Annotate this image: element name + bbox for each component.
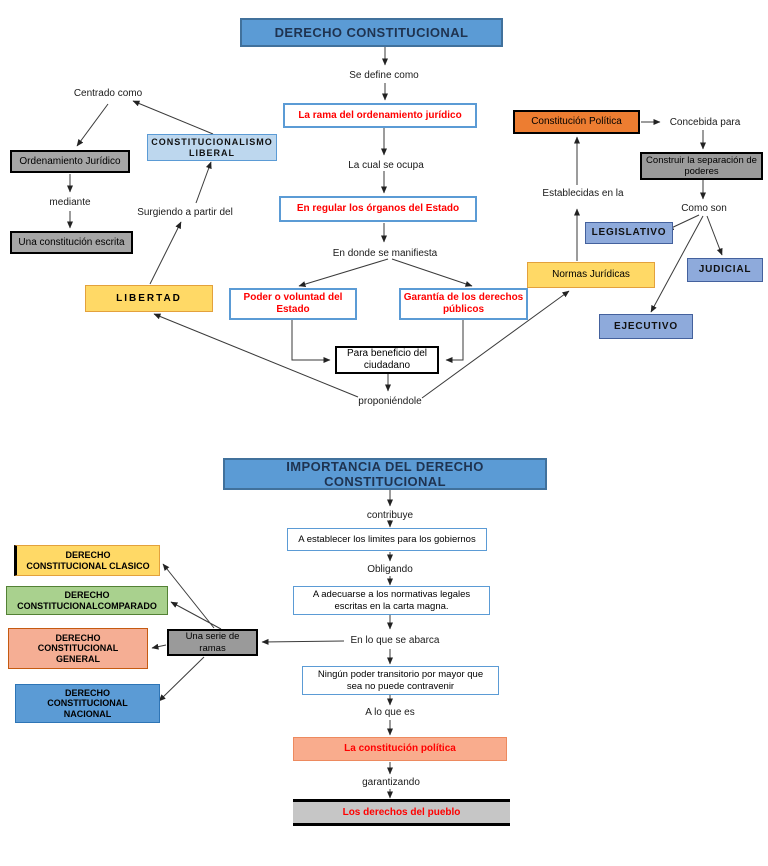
node-ningun-poder-transitorio: Ningún poder transitorio por mayor que s… [302, 666, 499, 695]
node-constitucionalismo-liberal: CONSTITUCIONALISMO LIBERAL [147, 134, 277, 161]
node-adecuarse-normativas: A adecuarse a los normativas legales esc… [293, 586, 490, 615]
node-importancia-title: IMPORTANCIA DEL DERECHO CONSTITUCIONAL [223, 458, 547, 490]
edge-label-proponiendole: proponiéndole [358, 395, 422, 407]
node-judicial: JUDICIAL [687, 258, 763, 282]
edge-label-surgiendo-a-partir: Surgiendo a partir del [137, 206, 233, 218]
node-legislativo: LEGISLATIVO [585, 222, 673, 244]
node-garantia-derechos-publicos: Garantía de los derechos públicos [399, 288, 528, 320]
node-libertad: LIBERTAD [85, 285, 213, 312]
edge-label-contribuye: contribuye [366, 510, 414, 521]
node-en-regular-organos-estado: En regular los órganos del Estado [279, 196, 477, 222]
node-normas-juridicas: Normas Jurídicas [527, 262, 655, 288]
edge-label-centrado-como: Centrado como [73, 87, 143, 99]
node-derecho-constitucional-title: DERECHO CONSTITUCIONAL [240, 18, 503, 47]
edge-label-como-son: Como son [681, 203, 727, 214]
node-derecho-constitucional-general: DERECHO CONSTITUCIONAL GENERAL [8, 628, 148, 669]
edge-label-garantizando: garantizando [362, 776, 420, 788]
node-construir-separacion-poderes: Construir la separación de poderes [640, 152, 763, 180]
edge-label-establecidas-en-la: Establecidas en la [542, 187, 624, 199]
node-la-constitucion-politica: La constitución política [293, 737, 507, 761]
node-una-serie-de-ramas: Una serie de ramas [167, 629, 258, 656]
edge-label-en-lo-que-se-abarca: En lo que se abarca [350, 634, 440, 646]
edge-label-concebida-para: Concebida para [669, 116, 741, 128]
node-para-beneficio-ciudadano: Para beneficio del ciudadano [335, 346, 439, 374]
node-ordenamiento-juridico: Ordenamiento Jurídico [10, 150, 130, 173]
node-constitucion-escrita: Una constitución escrita [10, 231, 133, 254]
edge-label-obligando: Obligando [367, 564, 413, 575]
edge-label-se-define-como: Se define como [349, 69, 419, 81]
edge-label-a-lo-que-es: A lo que es [365, 706, 415, 718]
node-poder-voluntad-estado: Poder o voluntad del Estado [229, 288, 357, 320]
node-ejecutivo: EJECUTIVO [599, 314, 693, 339]
node-derechos-del-pueblo: Los derechos del pueblo [293, 799, 510, 826]
node-derecho-constitucional-nacional: DERECHO CONSTITUCIONAL NACIONAL [15, 684, 160, 723]
edge-label-la-cual-se-ocupa: La cual se ocupa [348, 159, 424, 171]
node-derecho-constitucional-comparado: DERECHO CONSTITUCIONALCOMPARADO [6, 586, 168, 615]
node-constitucion-politica: Constitución Política [513, 110, 640, 134]
node-establecer-limites: A establecer los limites para los gobier… [287, 528, 487, 551]
edge-label-en-donde-se-manifiesta: En donde se manifiesta [332, 247, 438, 259]
node-rama-ordenamiento-juridico: La rama del ordenamiento jurídico [283, 103, 477, 128]
edge-label-mediante: mediante [49, 196, 91, 208]
node-derecho-constitucional-clasico: DERECHO CONSTITUCIONAL CLASICO [14, 545, 160, 576]
